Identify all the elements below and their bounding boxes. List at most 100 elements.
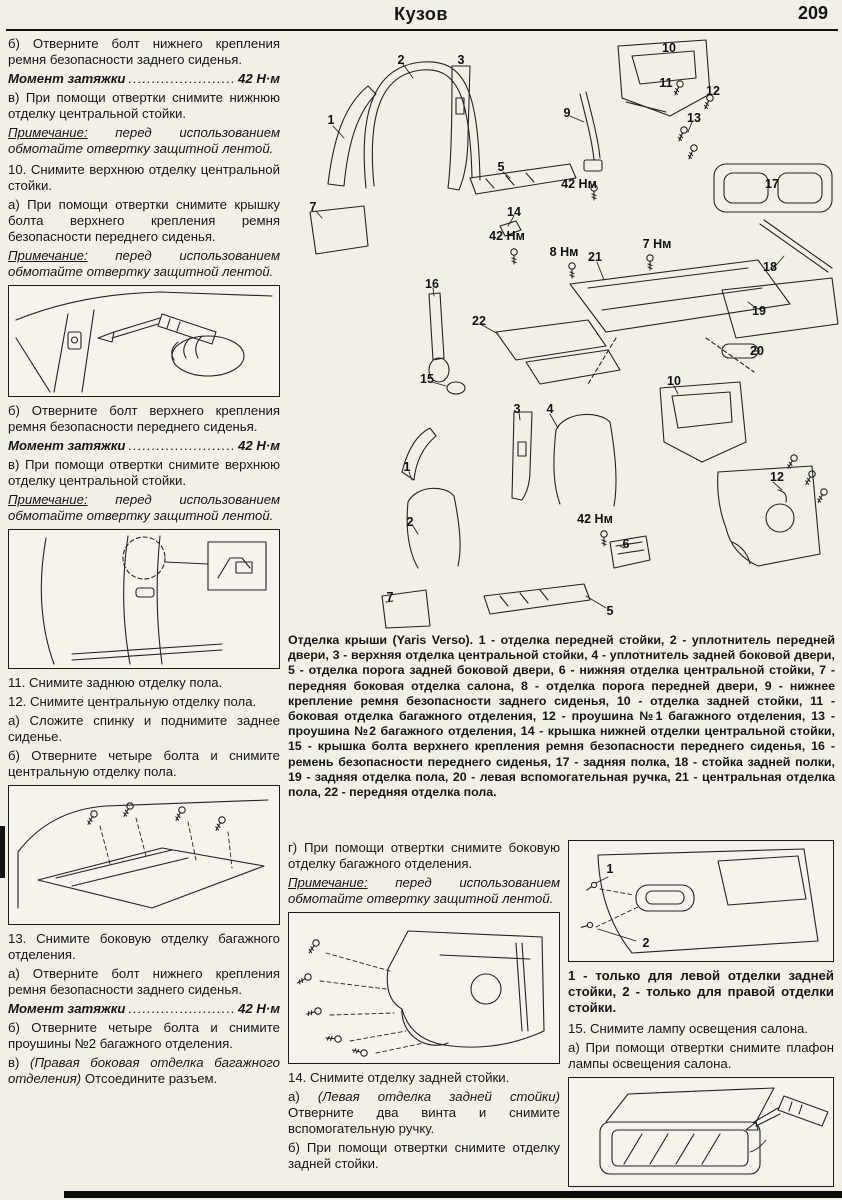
torque-callout: 8 Нм [550, 245, 579, 259]
part-callout: 10 [662, 41, 676, 55]
step-b-lower-belt-bolt: б) Отверните болт нижнего крепления ремн… [8, 36, 280, 67]
step-14a: а) (Левая отделка задней стойки) Отверни… [288, 1089, 560, 1137]
step-14b: б) При помощи отвертки снимите отделку з… [288, 1140, 560, 1171]
torque-value: 42 Н·м [237, 438, 280, 453]
step-14a-action: Отверните два винта и снимите вспомогате… [288, 1105, 560, 1136]
torque-dots: ............................. [128, 1001, 235, 1016]
step-10-title: 10. Снимите верхнюю отделку центральной … [8, 162, 280, 193]
torque-value: 42 Н·м [237, 1001, 280, 1016]
chapter-title: Кузов [394, 4, 448, 24]
step-12-title: 12. Снимите центральную отделку пола. [8, 694, 257, 709]
figure-luggage-side-trim-drawing [295, 930, 545, 1058]
part-callout: 18 [763, 260, 777, 274]
figure-floor-trim-drawing [17, 799, 269, 909]
torque-dots: ............................. [128, 71, 235, 86]
part-callout: 6 [623, 537, 630, 551]
note: Примечание: перед использованием обмотай… [288, 875, 560, 907]
torque-callout: 42 Нм [489, 229, 525, 243]
step-11-title: 11. Снимите заднюю отделку пола. [8, 675, 223, 690]
note: Примечание: перед использованием обмотай… [8, 492, 280, 524]
step-12a: а) Сложите спинку и поднимите заднее сид… [8, 713, 280, 744]
step-13a: а) Отверните болт нижнего крепления ремн… [8, 966, 280, 997]
figure-center-pillar-drawing [40, 535, 267, 665]
part-callout: 14 [507, 205, 521, 219]
part-callout: 12 [706, 84, 720, 98]
step-14-title: 14. Снимите отделку задней стойки. [288, 1070, 510, 1085]
note-text: перед использованием обмотайте отвертку … [8, 492, 280, 523]
part-callout: 22 [472, 314, 486, 328]
step-10a: а) При помощи отвертки снимите крышку бо… [8, 197, 280, 244]
torque-callout: 42 Нм [577, 512, 613, 526]
part-callout: 1 [328, 113, 335, 127]
step-14a-prefix: а) [288, 1089, 300, 1104]
figure-callout-1: 1 [607, 862, 614, 876]
part-callout: 5 [607, 604, 614, 618]
part-callout: 2 [398, 53, 405, 67]
part-callout: 21 [588, 250, 602, 264]
note-text: перед использованием обмотайте отвертку … [288, 875, 560, 906]
figure-luggage-side-trim [288, 912, 560, 1064]
part-callout: 17 [765, 177, 779, 191]
part-callout: 11 [659, 76, 672, 90]
part-callout: 2 [407, 515, 414, 529]
figure-belt-bolt-cover-removal [8, 285, 280, 397]
part-callout: 19 [752, 304, 766, 318]
step-15-title: 15. Снимите лампу освещения салона. [568, 1021, 808, 1036]
figure-floor-trim-bolts [8, 785, 280, 925]
header-rule [6, 29, 838, 31]
note-label: Примечание: [288, 875, 368, 890]
left-column: б) Отверните болт нижнего крепления ремн… [8, 36, 280, 1190]
step-13v: в) (Правая боковая отделка багажного отд… [8, 1055, 280, 1087]
figure-interior-lamp [568, 1077, 834, 1187]
step-12b: б) Отверните четыре болта и снимите цент… [8, 748, 280, 779]
step-g-luggage-trim: г) При помощи отвертки снимите боковую о… [288, 840, 560, 871]
part-callout: 1 [404, 460, 411, 474]
figure-callout-2: 2 [643, 936, 650, 950]
part-callout: 15 [420, 372, 434, 386]
torque-label: Момент затяжки [8, 438, 126, 453]
exploded-diagram: 2 3 10 11 12 1 9 13 42 Нм 17 5 7 14 42 Н… [286, 36, 842, 630]
note: Примечание: перед использованием обмотай… [8, 125, 280, 157]
page-number: 209 [797, 3, 828, 23]
torque-label: Момент затяжки [8, 1001, 126, 1016]
part-callout: 13 [687, 111, 701, 125]
part-callout: 5 [498, 160, 505, 174]
torque-spec: Момент затяжки .........................… [8, 438, 280, 454]
page-edge-mark [0, 826, 5, 878]
torque-spec: Момент затяжки .........................… [8, 1001, 280, 1017]
part-callout: 7 [310, 200, 317, 214]
figure-interior-lamp-drawing [599, 1087, 829, 1175]
step-13-title: 13. Снимите боковую отделку багажного от… [8, 931, 280, 962]
step-13v-action: Отсоедините разъем. [84, 1071, 218, 1086]
part-callout: 3 [458, 53, 465, 67]
torque-callout: 42 Нм [561, 177, 597, 191]
step-13v-prefix: в) [8, 1055, 20, 1070]
part-callout: 12 [770, 470, 784, 484]
note-label: Примечание: [8, 248, 88, 263]
part-callout: 10 [667, 374, 681, 388]
note-label: Примечание: [8, 125, 88, 140]
exploded-diagram-drawing: 2 3 10 11 12 1 9 13 42 Нм 17 5 7 14 42 Н… [309, 39, 839, 629]
torque-dots: ............................. [128, 438, 235, 453]
note-label: Примечание: [8, 492, 88, 507]
step-v-upper-pillar-trim: в) При помощи отвертки снимите верхнюю о… [8, 457, 280, 488]
part-callout: 7 [387, 590, 394, 604]
figure-center-pillar-clip-detail [8, 529, 280, 669]
middle-column: г) При помощи отвертки снимите боковую о… [288, 840, 560, 1196]
torque-value: 42 Н·м [237, 71, 280, 86]
figure-rear-pillar-trim-drawing: 1 2 [580, 848, 819, 954]
note-text: перед использованием обмотайте отвертку … [8, 125, 280, 156]
part-callout: 20 [750, 344, 764, 358]
torque-label: Момент затяжки [8, 71, 126, 86]
note-text: перед использованием обмотайте отвертку … [8, 248, 280, 279]
torque-callout: 7 Нм [643, 237, 672, 251]
note: Примечание: перед использованием обмотай… [8, 248, 280, 280]
diagram-callouts: 2 3 10 11 12 1 9 13 42 Нм 17 5 7 14 42 Н… [310, 41, 784, 618]
step-b-upper-belt-bolt: б) Отверните болт верхнего крепления рем… [8, 403, 280, 434]
torque-spec: Момент затяжки .........................… [8, 71, 280, 87]
step-v-lower-pillar-trim: в) При помощи отвертки снимите нижнюю от… [8, 90, 280, 121]
figure-belt-bolt-cover-drawing [15, 291, 273, 393]
step-13v-condition: (Правая боковая отделка багажного отделе… [8, 1055, 280, 1086]
diagram-caption: Отделка крыши (Yaris Verso). 1 - отделка… [288, 633, 835, 800]
